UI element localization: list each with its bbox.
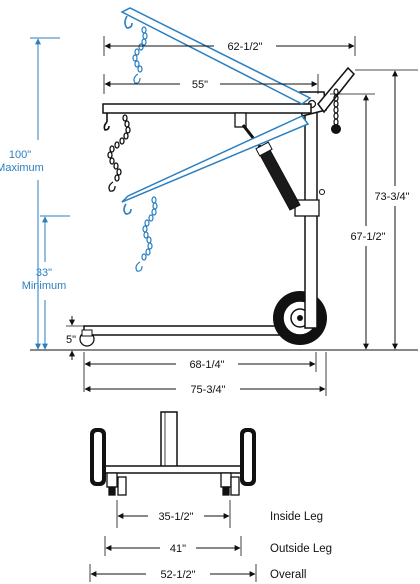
boom-raised [120, 7, 312, 105]
crane-side-view [30, 7, 418, 351]
dim-boom-reach-max: 62-1/2" [227, 41, 262, 53]
dim-height-min-value: 33" [36, 267, 52, 279]
dimension-lines [30, 36, 418, 396]
rear-wheel [273, 291, 327, 345]
dim-height-max-caption: Maximum [0, 162, 44, 174]
boom-bracket [234, 112, 247, 128]
boom-lowered [121, 115, 310, 272]
dim-boom-reach-mid: 55" [192, 79, 208, 91]
label-overall: Overall [270, 569, 306, 581]
dim-outside-leg-value: 41" [170, 543, 186, 555]
rear-view-mast [160, 411, 178, 471]
dim-overall-length: 75-3/4" [190, 384, 225, 396]
rear-arm [317, 66, 356, 114]
dim-height-max-value: 100" [9, 149, 31, 161]
dim-leg-length: 68-1/4" [189, 359, 224, 371]
width-dimension-lines [89, 500, 257, 582]
label-outside-leg: Outside Leg [270, 543, 332, 555]
crane-rear-view [90, 411, 256, 496]
rear-view-axle [103, 465, 245, 474]
label-inside-leg: Inside Leg [270, 511, 323, 523]
dim-height-min-caption: Minimum [22, 280, 67, 292]
counterweight-ball [331, 124, 341, 134]
dim-mast-height: 67-1/2" [350, 231, 385, 243]
dim-overall-height: 73-3/4" [374, 191, 409, 203]
dim-overall-width-value: 52-1/2" [160, 569, 195, 581]
boom-hook [103, 113, 110, 131]
boom-horizontal [102, 103, 312, 114]
dim-inside-leg-value: 35-1/2" [158, 511, 193, 523]
boom-chain [107, 114, 131, 192]
rear-chain [333, 88, 339, 126]
dim-ground-clearance: 5" [66, 334, 76, 346]
rear-view-casters [106, 472, 240, 496]
